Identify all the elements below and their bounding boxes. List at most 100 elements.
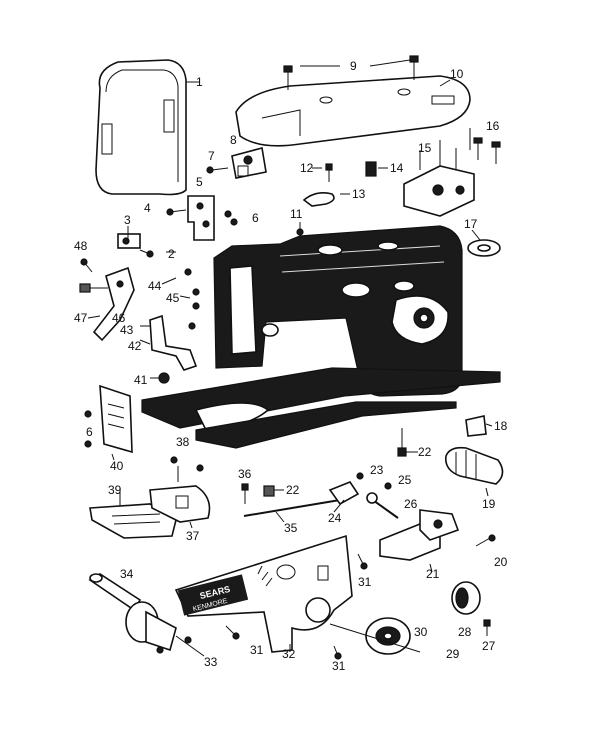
washer-17-part <box>467 239 501 257</box>
callout-8: 8 <box>230 133 237 147</box>
base-plate-part <box>141 367 501 449</box>
bracket-21-part <box>379 509 460 561</box>
callout-31a: 31 <box>358 575 372 589</box>
screw-9-left <box>283 65 293 90</box>
screws-44-45 <box>184 268 200 330</box>
assembly-33-part <box>125 601 205 657</box>
screws-16 <box>473 137 501 164</box>
callout-40: 40 <box>110 459 124 473</box>
screw-7 <box>206 166 229 174</box>
plate-40-part <box>99 384 133 454</box>
screw-23 <box>356 472 364 480</box>
callout-29: 29 <box>446 647 460 661</box>
callout-36: 36 <box>238 467 252 481</box>
callout-13: 13 <box>352 187 366 201</box>
lever-46-part <box>92 266 135 342</box>
callout-5: 5 <box>196 175 203 189</box>
face-cover-part <box>95 59 187 196</box>
dial-28-part <box>451 581 481 615</box>
callout-16: 16 <box>486 119 500 133</box>
callout-1: 1 <box>196 75 203 89</box>
screw-12 <box>325 163 333 182</box>
callout-43: 43 <box>120 323 134 337</box>
callout-48: 48 <box>74 239 88 253</box>
sears-nameplate <box>177 574 249 616</box>
callout-24: 24 <box>328 511 342 525</box>
bushing-22-left <box>263 485 275 497</box>
callout-33: 33 <box>204 655 218 669</box>
screws-31 <box>225 553 368 660</box>
callout-25: 25 <box>398 473 412 487</box>
screws-6-lower <box>84 410 92 448</box>
callout-47: 47 <box>74 311 88 325</box>
feed-plate-37-part <box>149 485 211 523</box>
callout-11: 11 <box>290 207 303 221</box>
screw-27 <box>483 619 491 636</box>
top-cover-part <box>235 75 471 147</box>
screws-38 <box>170 456 204 472</box>
callout-10: 10 <box>450 67 464 81</box>
screw-48 <box>80 258 93 273</box>
callout-28: 28 <box>458 625 472 639</box>
dial-29-30-part <box>365 617 411 655</box>
callout-32: 32 <box>282 647 296 661</box>
screw-11 <box>296 222 304 236</box>
shaft-34-part <box>88 573 142 612</box>
screw-2 <box>139 249 154 258</box>
screw-4 <box>166 208 187 216</box>
callout-6a: 6 <box>252 211 259 225</box>
rod-35-part <box>243 499 341 517</box>
callout-46: 46 <box>112 311 126 325</box>
callout-3: 3 <box>124 213 131 227</box>
callout-30: 30 <box>414 625 428 639</box>
knob-18-part <box>465 415 487 437</box>
callout-7: 7 <box>208 149 215 163</box>
callout-31c: 31 <box>332 659 346 673</box>
pin-47-part <box>79 283 108 293</box>
callout-27: 27 <box>482 639 496 653</box>
callout-34: 34 <box>120 567 134 581</box>
callout-41: 41 <box>134 373 148 387</box>
callout-9: 9 <box>350 59 357 73</box>
callout-37: 37 <box>186 529 200 543</box>
callout-14: 14 <box>390 161 404 175</box>
shaft-26-part <box>366 492 399 519</box>
callout-2: 2 <box>168 247 175 261</box>
hinge-bracket-5-part <box>187 195 215 241</box>
thread-guide-15-part <box>403 140 475 217</box>
spring-13-part <box>302 192 335 207</box>
screw-36 <box>241 483 249 504</box>
control-panel-32-part <box>174 534 353 653</box>
callout-6b: 6 <box>86 425 93 439</box>
callout-44: 44 <box>148 279 162 293</box>
screw-9-right <box>409 55 419 80</box>
screw-41 <box>150 372 170 384</box>
motor-19-part <box>444 446 504 485</box>
callout-4: 4 <box>144 201 151 215</box>
screw-25 <box>384 482 392 490</box>
part-14 <box>365 161 377 177</box>
callout-31b: 31 <box>250 643 264 657</box>
callout-42: 42 <box>128 339 142 353</box>
callout-39: 39 <box>108 483 122 497</box>
callout-22b: 22 <box>286 483 300 497</box>
callout-45: 45 <box>166 291 180 305</box>
callout-22a: 22 <box>418 445 432 459</box>
slide-plate-39-part <box>89 503 177 539</box>
callout-26: 26 <box>404 497 418 511</box>
callout-19: 19 <box>482 497 496 511</box>
bracket-8-part <box>231 147 267 179</box>
callout-20: 20 <box>494 555 508 569</box>
lever-24-part <box>328 481 360 506</box>
callout-15: 15 <box>418 141 432 155</box>
callout-35: 35 <box>284 521 298 535</box>
callout-38: 38 <box>176 435 190 449</box>
lifter-43-part <box>149 314 198 371</box>
screw-20 <box>475 534 496 547</box>
callout-23: 23 <box>370 463 384 477</box>
callout-18: 18 <box>494 419 508 433</box>
callout-12: 12 <box>300 161 314 175</box>
latch-3-part <box>117 233 141 249</box>
screws-6 <box>224 210 238 226</box>
